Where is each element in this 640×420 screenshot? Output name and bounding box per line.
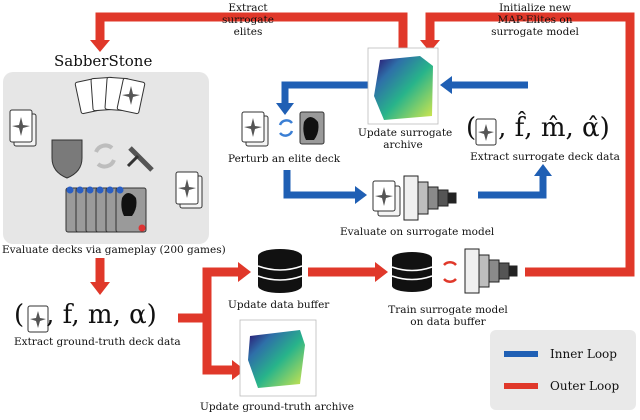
hand-of-minion-cards <box>65 186 147 233</box>
inner-arrow-archive-to-perturb <box>281 81 368 103</box>
swap-arrows-icon <box>278 119 294 137</box>
arrowhead <box>232 360 245 380</box>
paren-open: ( <box>14 300 25 330</box>
inner-arrowheads <box>276 76 552 204</box>
outer-arrow-to-gt-archive <box>202 318 232 375</box>
arrowhead <box>238 262 251 282</box>
surrogate-tuple-card-icon <box>475 118 497 146</box>
label-update-ground-truth-archive: Update ground-truth archive <box>200 401 354 413</box>
arrowhead <box>420 40 440 52</box>
sabberstone-title: SabberStone <box>54 52 153 70</box>
arrowhead <box>534 164 552 176</box>
outer-arrow-to-buffer <box>178 267 238 323</box>
surrogate-model-icon <box>403 175 457 221</box>
inner-arrow-perturb-to-evaluate <box>283 170 355 199</box>
refresh-icon <box>94 143 116 169</box>
label-initialize-map-elites: Initialize new MAP-Elites on surrogate m… <box>491 2 579 38</box>
ground-truth-archive-heatmap <box>239 319 317 397</box>
outer-arrowheads <box>90 40 440 380</box>
ground-truth-tuple-text: , f, m, α) <box>46 300 157 330</box>
outer-loop-swatch <box>504 383 538 389</box>
shield-icon <box>51 139 83 179</box>
arrowhead <box>276 103 294 115</box>
label-evaluate-decks-gameplay: Evaluate decks via gameplay (200 games) <box>2 244 226 256</box>
perturb-deck-card <box>241 111 269 147</box>
arrowhead <box>90 282 110 295</box>
label-update-surrogate-archive: Update surrogate archive <box>358 127 453 151</box>
label-extract-surrogate-deck-data: Extract surrogate deck data <box>470 151 620 163</box>
legend: Inner Loop Outer Loop <box>490 330 636 410</box>
data-buffer-database-icon <box>257 249 303 293</box>
paren-open: ( <box>466 113 477 143</box>
arrowhead <box>90 40 110 52</box>
outer-arrow-extract-elites <box>95 12 408 50</box>
legend-outer-label: Outer Loop <box>550 379 620 393</box>
ground-truth-tuple: ( , f, m, α) <box>14 300 157 330</box>
inner-arrow-evaluate-to-extract <box>478 176 547 199</box>
outer-arrow-initialize <box>425 12 635 277</box>
deck-left-card <box>9 109 37 147</box>
outer-loop-arrows <box>95 12 635 375</box>
deck-right-card <box>175 171 203 209</box>
label-update-data-buffer: Update data buffer <box>228 299 330 311</box>
inner-loop-swatch <box>504 351 538 357</box>
arrowhead <box>355 186 367 204</box>
arrowhead <box>440 76 452 94</box>
inner-loop-arrows <box>281 81 547 199</box>
label-perturb-elite-deck: Perturb an elite deck <box>228 153 341 165</box>
sabberstone-panel <box>3 72 209 244</box>
surrogate-tuple: ( , f̂, m̂, α̂) <box>466 113 610 143</box>
train-refresh-icon <box>443 261 457 283</box>
surrogate-tuple-text: , f̂, m̂, α̂) <box>498 113 610 143</box>
train-database-icon <box>391 252 433 292</box>
train-surrogate-model-icon <box>464 248 518 294</box>
label-evaluate-surrogate-model: Evaluate on surrogate model <box>340 226 495 238</box>
legend-inner-label: Inner Loop <box>550 347 617 361</box>
ground-truth-tuple-card-icon <box>27 305 49 333</box>
label-extract-surrogate-elites: Extract surrogate elites <box>222 2 274 38</box>
fanned-cards-top <box>74 76 146 115</box>
sword-icon <box>126 146 154 172</box>
label-extract-ground-truth: Extract ground-truth deck data <box>14 336 181 348</box>
surrogate-archive-heatmap <box>367 47 439 125</box>
label-train-surrogate: Train surrogate model on data buffer <box>388 304 508 328</box>
legend-outer-loop: Outer Loop <box>504 378 619 394</box>
perturb-minion-card <box>299 111 325 145</box>
legend-inner-loop: Inner Loop <box>504 346 617 362</box>
arrowhead <box>375 262 388 282</box>
evaluate-deck-card <box>372 180 401 217</box>
